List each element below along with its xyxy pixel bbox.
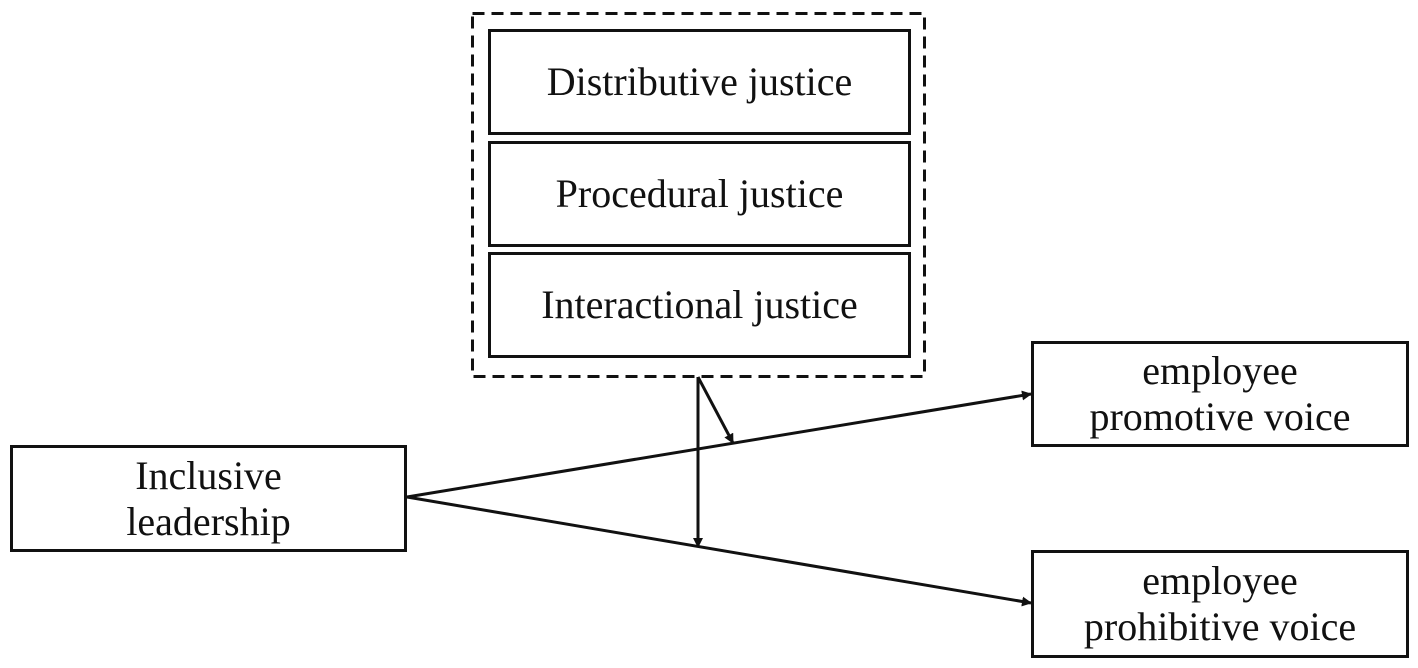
moderator-group-dashed-border [471, 12, 926, 378]
promotive-voice-box: employee promotive voice [1031, 341, 1409, 447]
path-arrow-to-prohibitive-voice [406, 495, 1032, 607]
procedural-justice-box: Procedural justice [488, 141, 911, 247]
distributive-justice-box: Distributive justice [488, 29, 911, 135]
promotive-voice-line2: promotive voice [1089, 394, 1351, 439]
inclusive-leadership-box: Inclusive leadership [10, 445, 407, 552]
prohibitive-voice-box: employee prohibitive voice [1031, 550, 1409, 658]
prohibitive-voice-line2: prohibitive voice [1083, 604, 1357, 649]
interactional-justice-label: Interactional justice [541, 282, 858, 327]
inclusive-leadership-line1: Inclusive [135, 452, 282, 498]
interactional-justice-box: Interactional justice [488, 252, 911, 358]
promotive-voice-line1: employee [1142, 348, 1298, 393]
path-arrow-to-promotive-voice [406, 390, 1032, 499]
distributive-justice-label: Distributive justice [546, 59, 853, 104]
inclusive-leadership-line2: leadership [126, 498, 291, 544]
procedural-justice-label: Procedural justice [555, 171, 844, 216]
moderation-arrow-to-promotive-path [696, 376, 735, 444]
prohibitive-voice-line1: employee [1142, 558, 1298, 603]
